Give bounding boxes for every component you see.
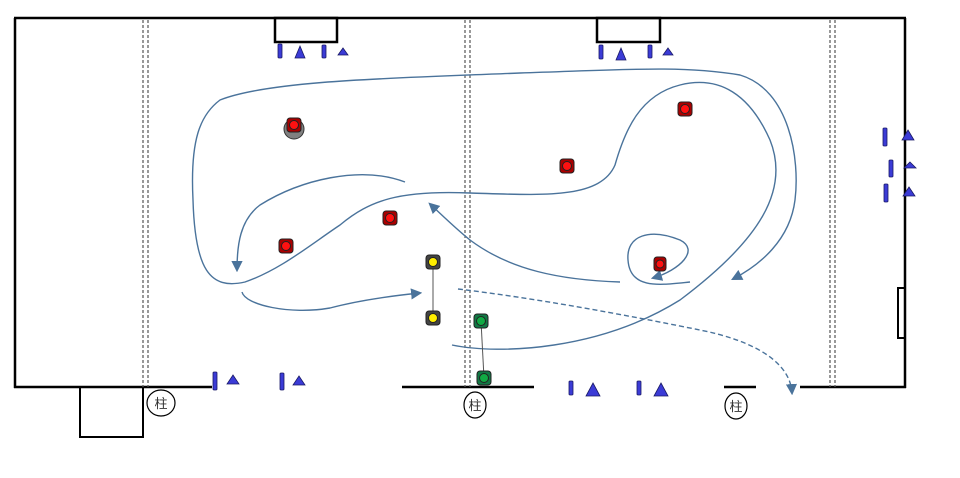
pole-marker xyxy=(883,183,889,203)
yellow-player xyxy=(425,254,441,270)
pillar-label: 柱 xyxy=(468,399,481,414)
goal-right xyxy=(897,287,906,339)
cone-marker xyxy=(585,382,601,397)
cone-marker xyxy=(662,47,674,56)
pole-marker xyxy=(882,127,888,147)
pole-marker xyxy=(277,43,283,59)
pole-marker xyxy=(888,159,894,178)
pass-arrow-dashed xyxy=(457,288,798,396)
player-link xyxy=(480,320,485,379)
cone-marker xyxy=(902,186,916,197)
pole-marker xyxy=(212,371,218,391)
route-arrow xyxy=(241,288,423,311)
cone-marker xyxy=(337,47,349,56)
pole-marker xyxy=(636,380,642,396)
cone-marker xyxy=(903,161,917,169)
players xyxy=(278,101,693,386)
red-player xyxy=(653,256,667,272)
red-player xyxy=(278,238,294,254)
pole-marker xyxy=(647,44,653,59)
pillar: 柱 xyxy=(463,391,487,419)
pillar-label: 柱 xyxy=(729,400,742,415)
pillar-label: 柱 xyxy=(154,397,167,412)
cone-marker xyxy=(294,44,306,59)
pole-marker xyxy=(321,44,327,59)
green-player xyxy=(473,313,489,329)
red-player xyxy=(559,158,575,174)
pole-marker xyxy=(279,372,285,391)
goal-bottom-left xyxy=(79,386,144,438)
markers xyxy=(212,43,917,397)
cone-marker xyxy=(615,46,627,61)
route-arrow xyxy=(627,233,691,285)
cone-marker xyxy=(292,375,306,386)
red-player xyxy=(677,101,693,117)
cone-marker xyxy=(653,382,669,397)
pillar: 柱 xyxy=(724,392,748,420)
cone-marker xyxy=(901,129,915,141)
yellow-player xyxy=(425,310,441,326)
pillar: 柱 xyxy=(146,389,176,417)
red-player xyxy=(286,117,302,133)
goal-top-left xyxy=(273,16,339,44)
route-arrow xyxy=(231,174,406,273)
routes xyxy=(191,68,798,396)
pole-marker xyxy=(568,380,574,396)
zone-lines xyxy=(142,20,836,387)
cone-marker xyxy=(226,374,240,385)
route-arrow xyxy=(191,68,797,350)
field-boundary xyxy=(13,16,907,389)
green-player xyxy=(476,370,492,386)
goal-top-right xyxy=(595,16,662,44)
route-arrow xyxy=(428,202,621,283)
red-player xyxy=(382,210,398,226)
pole-marker xyxy=(598,44,604,60)
